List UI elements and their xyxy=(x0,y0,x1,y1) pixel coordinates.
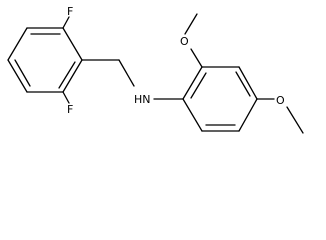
bond-o-ch3-para xyxy=(286,106,304,134)
oxygen-label-ortho: O xyxy=(180,35,189,48)
oxygen-label-para: O xyxy=(276,94,285,107)
dimethoxyphenyl-ring xyxy=(182,66,258,132)
amine-label: HN xyxy=(134,93,151,106)
fluorine-label-bottom: F xyxy=(67,103,73,116)
bond-ch2-n xyxy=(118,59,135,87)
bond-o-ch3-ortho xyxy=(184,13,198,35)
molecule-drawing: F F HN O O xyxy=(7,5,304,134)
fluorine-label-top: F xyxy=(67,5,73,18)
bond-c-f-bottom xyxy=(62,91,70,104)
bond-c-o-ortho xyxy=(190,48,203,68)
difluorophenyl-ring xyxy=(7,27,83,93)
structure-canvas: F F HN O O xyxy=(7,5,304,134)
bond-c-f-top xyxy=(62,16,70,29)
